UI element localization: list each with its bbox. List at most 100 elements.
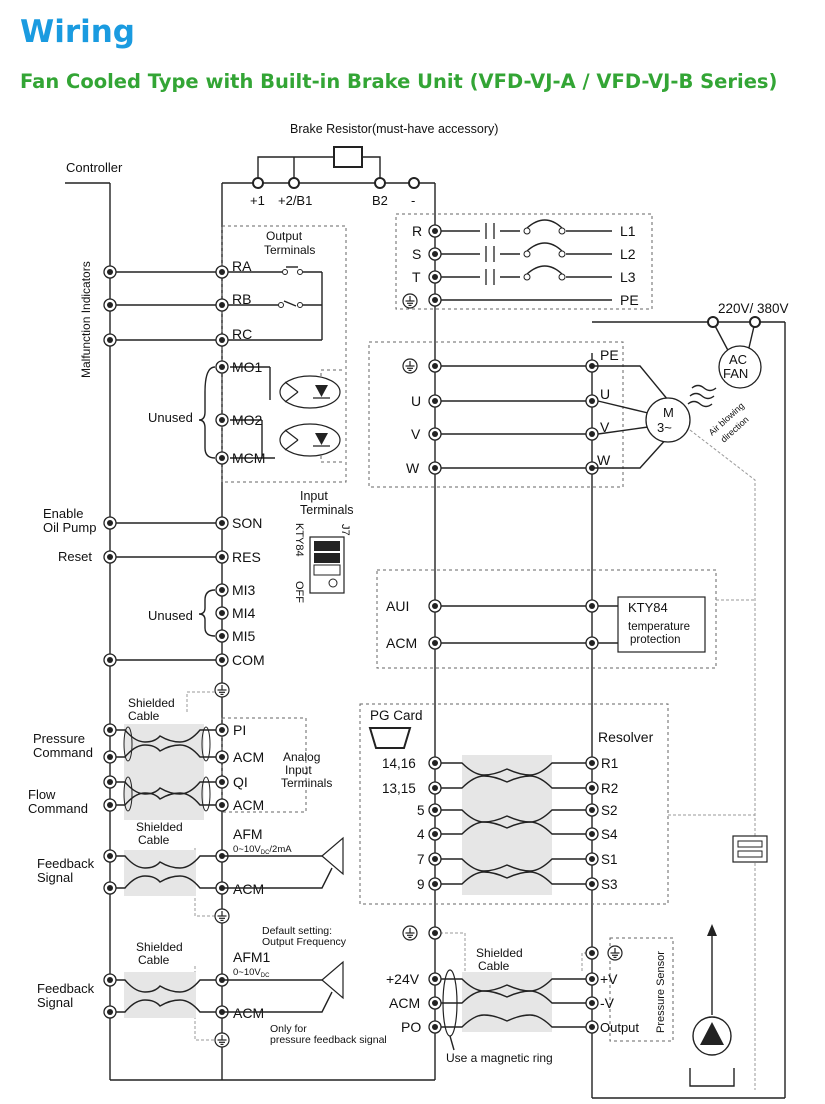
resolver-s2: S2 xyxy=(601,803,618,818)
afm-shielded-2: Cable xyxy=(138,833,170,847)
enable-label-1: Enable xyxy=(43,506,83,521)
flow-command-label-1: Flow xyxy=(28,787,56,802)
output-terminals-label-2: Terminals xyxy=(264,243,315,257)
input-terminals-label-2: Terminals xyxy=(300,503,354,517)
magnetic-ring-label: Use a magnetic ring xyxy=(446,1051,553,1065)
pressure-sensor-label: Pressure Sensor xyxy=(655,951,667,1033)
afm1-shielded-1: Shielded xyxy=(136,940,183,954)
afm-shielded-1: Shielded xyxy=(136,820,183,834)
resolver-label: Resolver xyxy=(598,729,654,745)
analog-shielded-1: Shielded xyxy=(128,696,175,710)
pg-pin-14-16: 14,16 xyxy=(382,756,416,771)
brake-resistor-section: Brake Resistor(must-have accessory) +1 +… xyxy=(250,122,498,208)
reset-label: Reset xyxy=(58,549,92,564)
terminal-po: PO xyxy=(401,1019,421,1035)
terminal-u: U xyxy=(411,393,421,409)
terminal-afm1: AFM1 xyxy=(233,949,271,965)
terminal-afm: AFM xyxy=(233,826,263,842)
motor-u: U xyxy=(600,386,610,402)
terminal-pi: PI xyxy=(233,722,246,738)
afm-feedback-1: Feedback xyxy=(37,856,95,871)
terminal-mi3: MI3 xyxy=(232,582,256,598)
line-pe: PE xyxy=(620,292,639,308)
kty84-box xyxy=(617,596,706,653)
terminal-acm-sensor: ACM xyxy=(389,995,420,1011)
kty84-box-label: KTY84 xyxy=(628,600,668,615)
ac-fan xyxy=(718,345,762,389)
pressure-command-label-2: Command xyxy=(33,745,93,760)
page-subtitle: Fan Cooled Type with Built-in Brake Unit… xyxy=(20,70,778,93)
afm-range: 0~10VDC/2mA xyxy=(233,844,292,856)
terminal-t: T xyxy=(412,269,421,285)
terminal-mi5: MI5 xyxy=(232,628,256,644)
resolver-r2: R2 xyxy=(601,781,618,796)
output-terminals-section: Output Terminals RA RB RC xyxy=(103,225,347,483)
terminal-b2: B2 xyxy=(372,193,388,208)
resolver-s3: S3 xyxy=(601,877,618,892)
default-setting-1: Default setting: xyxy=(262,925,332,937)
terminal-s: S xyxy=(412,246,421,262)
temperature-section: AUI ACM KTY84 temperature protection xyxy=(376,569,755,669)
kty84-label: KTY84 xyxy=(293,523,305,557)
flow-command-label-2: Command xyxy=(28,801,88,816)
afm-feedback-2: Signal xyxy=(37,870,73,885)
fan-voltage-label: 220V/ 380V xyxy=(718,301,789,316)
terminal-v: V xyxy=(411,426,421,442)
analog-terminals-label-2: Input xyxy=(285,763,312,777)
input-terminals-label-1: Input xyxy=(300,489,328,503)
terminal-com: COM xyxy=(232,652,265,668)
motor-section: U V W PE U V W M 3~ xyxy=(368,341,756,1090)
fan-label-2: FAN xyxy=(723,366,748,381)
motor-w: W xyxy=(597,452,611,468)
line-l1: L1 xyxy=(620,223,636,239)
only-for-2: pressure feedback signal xyxy=(270,1034,387,1046)
pg-pin-9: 9 xyxy=(417,877,425,892)
afm1-feedback-1: Feedback xyxy=(37,981,95,996)
pressure-command-label-1: Pressure xyxy=(33,731,85,746)
terminal-plus24v: +24V xyxy=(386,971,420,987)
terminal-ra: RA xyxy=(232,258,252,274)
motor-label-2: 3~ xyxy=(657,420,672,435)
terminal-mo1: MO1 xyxy=(232,359,263,375)
sensor-shielded-1: Shielded xyxy=(476,946,523,960)
brake-resistor xyxy=(333,146,363,168)
afm-section: Shielded Cable Feedback Signal AFM 0~10V… xyxy=(37,820,347,948)
analog-shielded-2: Cable xyxy=(128,709,160,723)
j7-label: J7 xyxy=(339,524,351,536)
pg-pin-7: 7 xyxy=(417,852,425,867)
motor-symbol xyxy=(645,397,691,443)
malfunction-indicators-label: Malfunction Indicators xyxy=(79,261,93,378)
resolver-s4: S4 xyxy=(601,827,618,842)
line-l2: L2 xyxy=(620,246,636,262)
pg-connector-icon xyxy=(368,727,412,749)
resolver-r1: R1 xyxy=(601,756,618,771)
terminal-rc: RC xyxy=(232,326,252,342)
terminal-qi: QI xyxy=(233,774,248,790)
pg-pin-13-15: 13,15 xyxy=(382,781,416,796)
terminal-acm-qi: ACM xyxy=(233,797,264,813)
protection-label-1: temperature xyxy=(628,621,690,633)
terminal-res: RES xyxy=(232,549,261,565)
protection-label-2: protection xyxy=(630,634,681,646)
line-l3: L3 xyxy=(620,269,636,285)
motor-v: V xyxy=(600,419,610,435)
terminal-aui: AUI xyxy=(386,598,409,614)
fan-section: 220V/ 380V AC FAN Air blowing direction xyxy=(687,301,789,444)
terminal-r: R xyxy=(412,223,422,239)
terminal-mi4: MI4 xyxy=(232,605,256,621)
output-terminals-label-1: Output xyxy=(266,229,303,243)
sensor-output: Output xyxy=(600,1020,639,1035)
brake-resistor-label: Brake Resistor(must-have accessory) xyxy=(290,122,498,136)
unused-mo-label: Unused xyxy=(148,410,193,425)
terminal-rb: RB xyxy=(232,291,251,307)
sensor-minus-v: -V xyxy=(600,995,615,1011)
pg-card-section: PG Card Resolver 14,16 13,15 5 4 7 9 R1 … xyxy=(359,703,768,905)
terminal-acm-afm: ACM xyxy=(233,881,264,897)
terminal-acm-temp: ACM xyxy=(386,635,417,651)
off-label: OFF xyxy=(293,581,305,603)
sensor-shielded-2: Cable xyxy=(478,959,510,973)
only-for-1: Only for xyxy=(270,1023,307,1035)
pg-pin-5: 5 xyxy=(417,803,425,818)
page-title: Wiring xyxy=(20,14,135,50)
